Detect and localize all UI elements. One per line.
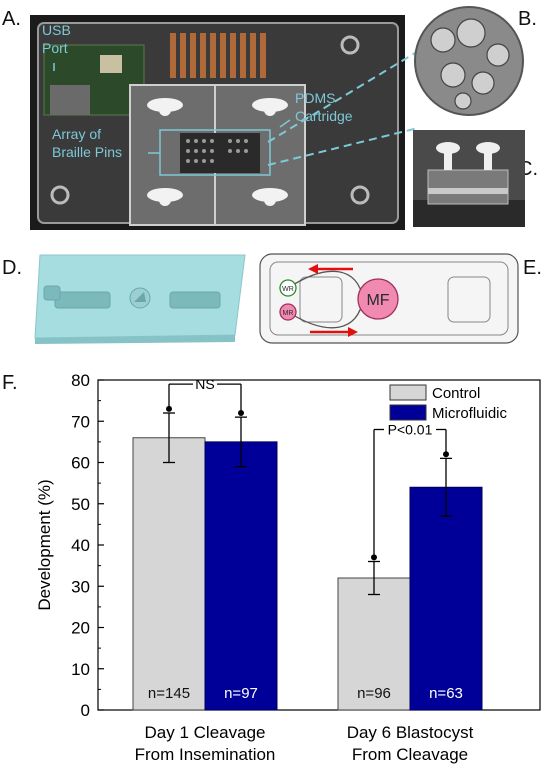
cartridge-schematic: WR MR MF	[259, 253, 519, 344]
panel-label-e: E.	[523, 257, 542, 279]
braille-pins-label-2: Braille Pins	[52, 144, 122, 160]
legend-swatch	[389, 384, 427, 401]
n-label: n=63	[429, 685, 463, 702]
y-axis-label: Development (%)	[35, 479, 54, 610]
y-tick-label: 30	[71, 577, 90, 596]
bar	[409, 486, 483, 711]
y-tick-label: 60	[71, 454, 90, 473]
n-label: n=145	[148, 685, 190, 702]
x-tick-label: From Cleavage	[352, 745, 468, 764]
significance-dot	[166, 405, 172, 412]
embryo-micrograph	[414, 6, 524, 116]
n-label: n=96	[357, 685, 391, 702]
bar	[132, 437, 206, 711]
x-tick-label: From Insemination	[135, 745, 276, 764]
legend-label: Microfluidic	[432, 405, 508, 422]
legend-label: Control	[432, 385, 480, 402]
mr-label: MR	[283, 310, 294, 317]
x-tick-label: Day 6 Blastocyst	[347, 723, 474, 742]
cartridge-render	[30, 250, 252, 345]
significance-dot	[238, 410, 244, 416]
y-tick-label: 20	[71, 619, 90, 638]
panel-label-f: F.	[2, 372, 18, 394]
y-tick-label: 0	[81, 701, 90, 720]
device-side-photo	[413, 130, 525, 227]
significance-label: P<0.01	[388, 422, 433, 438]
mf-label: MF	[366, 292, 389, 309]
bar	[204, 441, 278, 711]
significance-label: NS	[195, 376, 214, 392]
y-tick-label: 10	[71, 660, 90, 679]
braille-pins-label: Array of	[52, 126, 101, 142]
callout-lines	[267, 49, 421, 166]
x-tick-label: Day 1 Cleavage	[145, 723, 266, 742]
usb-port-label: USB	[42, 22, 71, 38]
y-tick-label: 80	[71, 371, 90, 390]
wr-label: WR	[282, 286, 294, 293]
panel-label-d: D.	[2, 257, 22, 279]
y-tick-label: 50	[71, 495, 90, 514]
significance-dot	[443, 451, 449, 458]
panel-label-a: A.	[2, 8, 21, 30]
usb-port-label-2: Port	[42, 40, 68, 56]
bar	[337, 577, 411, 711]
y-tick-label: 40	[71, 536, 90, 555]
significance-dot	[371, 554, 377, 561]
device-photo: USB Port Array of Braille Pins PDMS Cart…	[30, 15, 405, 230]
legend-swatch	[389, 404, 427, 421]
panel-label-b: B.	[518, 8, 537, 30]
y-tick-label: 70	[71, 412, 90, 431]
n-label: n=97	[224, 685, 258, 702]
pdms-cartridge-label: PDMS	[295, 90, 335, 106]
pdms-cartridge-label-2: Cartridge	[295, 108, 353, 124]
